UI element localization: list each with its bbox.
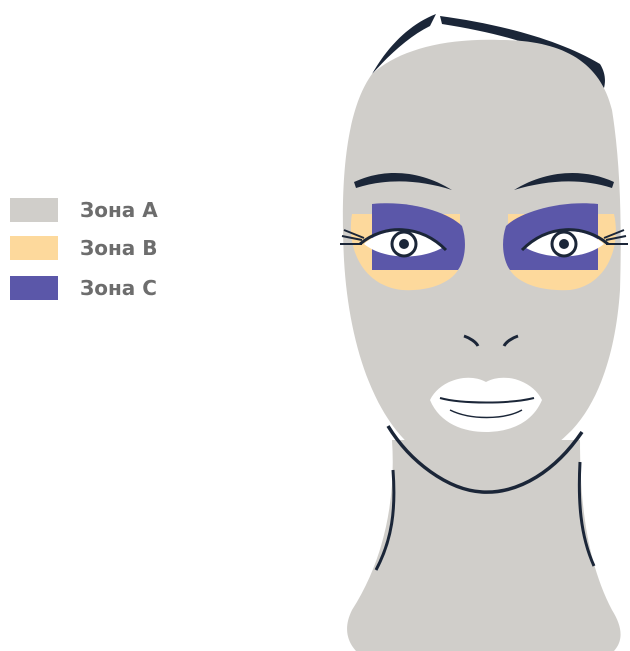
zone-a-label: Зона A [80, 199, 158, 221]
zone-a-swatch [10, 198, 58, 222]
legend-item-zone-a: Зона A [10, 198, 250, 222]
zone-c-swatch [10, 276, 58, 300]
zone-c-label: Зона C [80, 277, 157, 299]
zone-b-swatch [10, 236, 58, 260]
legend-item-zone-b: Зона B [10, 236, 250, 260]
face-illustration [320, 0, 630, 651]
legend-item-zone-c: Зона C [10, 276, 250, 300]
zone-b-label: Зона B [80, 237, 157, 259]
